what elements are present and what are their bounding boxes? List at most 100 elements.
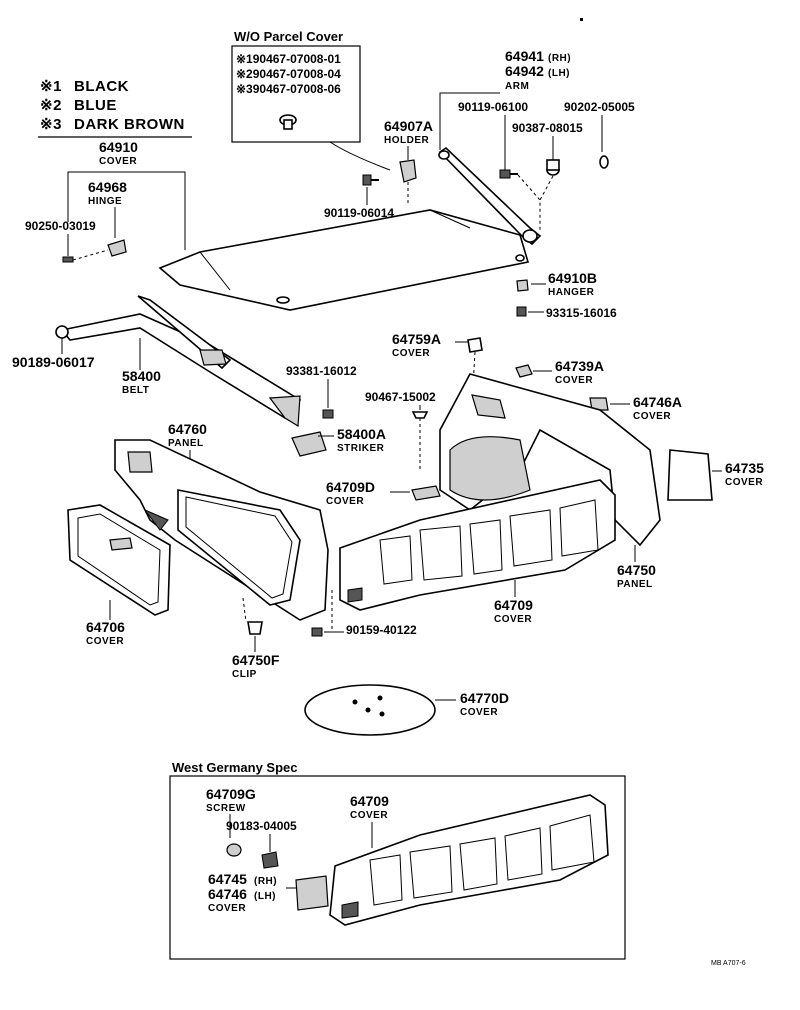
label-64770d: 64770D (460, 690, 509, 706)
nut-90202-05005 (599, 155, 609, 169)
parcel-box-title: W/O Parcel Cover (234, 29, 343, 44)
label-64750: 64750 (617, 562, 656, 578)
wg-label-64746: 64746 (208, 886, 247, 902)
label-90119-06100: 90119-06100 (458, 100, 528, 114)
parcel-line-2: ※290467-07008-04 (236, 67, 341, 81)
label-64941-suffix: (RH) (548, 53, 571, 64)
label-64759a: 64759A (392, 331, 441, 347)
west-germany-box: West Germany Spec 64709G SCREW 90183-040… (169, 760, 626, 960)
label-64968: 64968 (88, 179, 127, 195)
cover-64910-group: 64910 COVER 64968 HINGE 90250-03019 (25, 139, 530, 311)
arm-group: 64941 (RH) 64942 (LH) ARM 90119-06100 90… (438, 48, 635, 246)
cover-64709-group: 64709 COVER (339, 479, 616, 625)
arm-part (438, 146, 542, 246)
label-90202-05005: 90202-05005 (564, 100, 635, 114)
parcel-shelf-cover (158, 209, 530, 311)
cover-64759a-group: 64759A COVER 90467-15002 (365, 331, 483, 470)
striker-group: 93381-16012 58400A STRIKER (286, 364, 386, 457)
label-58400: 58400 (122, 368, 161, 384)
cover-64706-part (67, 504, 171, 616)
label-90119-06014: 90119-06014 (324, 206, 394, 220)
label-hinge: HINGE (88, 196, 122, 207)
parcel-leader (329, 141, 391, 171)
parcel-cover-box: W/O Parcel Cover ※190467-07008-01 ※29046… (231, 29, 391, 171)
legend-text-1: BLACK (74, 78, 129, 95)
label-64739a: 64739A (555, 358, 604, 374)
label-64709d: 64709D (326, 479, 375, 495)
legend-mark-3: ※3 (40, 116, 62, 133)
label-58400a: 58400A (337, 426, 386, 442)
legend-mark-2: ※2 (40, 97, 62, 114)
label-belt: BELT (122, 385, 149, 396)
label-64907a: 64907A (384, 118, 433, 134)
wg-nut-part (261, 851, 279, 869)
label-64942: 64942 (505, 63, 544, 79)
bolt-93381-16012 (322, 409, 334, 419)
cover-64735-part (667, 449, 713, 501)
wg-screw-part (226, 843, 242, 857)
label-90387-08015: 90387-08015 (512, 121, 583, 135)
label-90250-03019: 90250-03019 (25, 219, 96, 233)
label-clip: CLIP (232, 669, 257, 680)
label-90467-15002: 90467-15002 (365, 390, 436, 404)
label-64941: 64941 (505, 48, 544, 64)
label-64910: 64910 (99, 139, 138, 155)
cover-64739a-part (515, 364, 533, 378)
wg-label-64709g: 64709G (206, 786, 256, 802)
label-64746a: 64746A (633, 394, 682, 410)
arm-leader (439, 92, 500, 150)
parcel-line-1: ※190467-07008-01 (236, 52, 341, 66)
cover-64709d-part (411, 485, 441, 501)
hanger-group: 64910B HANGER 93315-16016 (516, 270, 617, 320)
wg-label-cover-64746: COVER (208, 903, 246, 914)
wg-label-64709: 64709 (350, 793, 389, 809)
holder-group: 64907A HOLDER 90119-06014 (324, 118, 433, 220)
label-panel-64750: PANEL (617, 579, 653, 590)
stray-mark (580, 18, 583, 21)
collar-90387-08015 (546, 159, 560, 176)
label-striker: STRIKER (337, 443, 385, 454)
label-90189-06017: 90189-06017 (12, 354, 95, 370)
legend-text-2: BLUE (74, 97, 117, 114)
reference-code: MB A707-6 (711, 960, 746, 967)
panel-64750-group: 64750 PANEL (439, 373, 661, 590)
label-cover-64770d: COVER (460, 707, 498, 718)
label-90159-40122: 90159-40122 (346, 623, 417, 637)
panel-64760-group: 64760 PANEL (114, 421, 329, 621)
cover-64706-group: 64706 COVER (67, 504, 171, 647)
label-64706: 64706 (86, 619, 125, 635)
holder-part (399, 159, 417, 183)
label-cover-64759a: COVER (392, 348, 430, 359)
screw-90250-03019 (62, 256, 74, 263)
screw-90159-40122 (311, 627, 323, 637)
label-cover-64910: COVER (99, 156, 137, 167)
label-holder: HOLDER (384, 135, 430, 146)
wg-cover-64709-part (329, 794, 609, 926)
right-covers-group: 64739A COVER 64746A COVER 64735 COVER (515, 358, 764, 501)
label-64760: 64760 (168, 421, 207, 437)
label-64942-suffix: (LH) (548, 68, 570, 79)
label-cover-64709d: COVER (326, 496, 364, 507)
hinge-part (107, 239, 127, 257)
wg-label-cover-64709: COVER (350, 810, 388, 821)
label-93381-16012: 93381-16012 (286, 364, 357, 378)
label-64709: 64709 (494, 597, 533, 613)
cover-64709-part (339, 479, 616, 611)
wg-label-64745: 64745 (208, 871, 247, 887)
clip-64750f-part (247, 621, 263, 635)
wg-label-64746-suffix: (LH) (254, 891, 276, 902)
belt-group: 90189-06017 58400 BELT (12, 295, 302, 428)
label-cover-64746a: COVER (633, 411, 671, 422)
cover-64746a-part (589, 397, 609, 411)
legend-mark-1: ※1 (40, 78, 62, 95)
wg-label-90183-04005: 90183-04005 (226, 819, 297, 833)
label-cover-64735: COVER (725, 477, 763, 488)
label-cover-64739a: COVER (555, 375, 593, 386)
cover-64759a-part (467, 337, 483, 353)
parcel-clip-icon (279, 114, 297, 130)
label-cover-64709: COVER (494, 614, 532, 625)
cover-64709d-group: 64709D COVER (326, 479, 441, 507)
label-hanger: HANGER (548, 287, 595, 298)
parcel-line-3: ※390467-07008-06 (236, 82, 341, 96)
